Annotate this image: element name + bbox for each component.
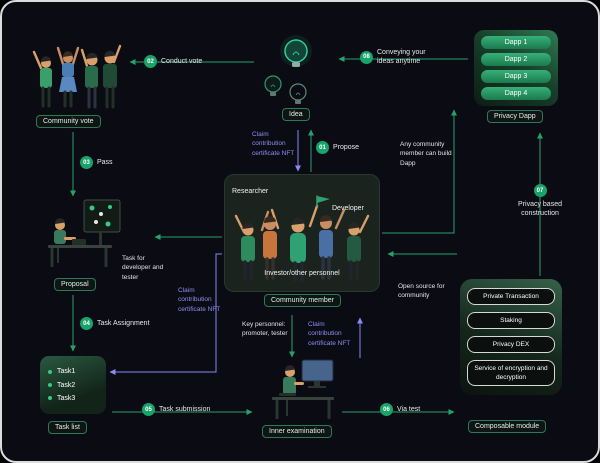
proposal-label: Proposal [54,278,96,291]
step-number: 01 [316,141,329,154]
dapp-2-button: Dapp 2 [481,53,551,66]
privacy-dapp-panel: Dapp 1 Dapp 2 Dapp 3 Dapp 4 [474,30,558,106]
task-item-1: Task1 [48,368,98,375]
community-member-label: Community member [264,294,342,307]
step-number: 06 [380,403,393,416]
task-list-label: Task list [48,421,87,434]
community-vote-illustration [32,44,122,109]
step-privacy-construction: 07 Privacy based construction [512,184,568,219]
step-number: 05 [142,403,155,416]
step-propose: 01 Propose [316,141,359,154]
step-number: 07 [533,184,547,197]
task-list-panel: Task1 Task2 Task3 [40,356,106,414]
composable-module-panel: Private Transaction Staking Privacy DEX … [460,279,562,396]
step-number: 03 [80,156,93,169]
composable-module-label: Composable module [468,420,547,433]
step-label: Task Assignment [97,320,150,327]
step-label: Propose [333,144,360,151]
dapp-1-button: Dapp 1 [481,36,551,49]
idea-bulbs-illustration [264,35,312,104]
role-investor: Investor/other personnel [264,270,340,277]
task-for-dev-note: Task for developer and tester [122,255,164,281]
claim-nft-note-idea: Claim contribution certificate NFT [252,131,295,157]
open-source-note: Open source for community [398,283,445,300]
step-label: Pass [97,159,113,166]
dapp-4-button: Dapp 4 [481,87,551,100]
step-label: Conduct vote [161,58,203,65]
claim-nft-note-exam: Claim contribution certificate NFT [308,321,351,347]
step-label: Via test [397,406,421,413]
arrow-build-dapp [382,109,457,234]
role-researcher: Researcher [232,188,269,195]
module-staking: Staking [467,312,555,330]
role-developer: Developer [332,205,364,212]
community-vote-label: Community vote [36,115,101,128]
module-privacy-dex: Privacy DEX [467,336,555,354]
privacy-dapp-label: Privacy Dapp [487,110,543,123]
any-member-note: Any community member can build Dapp [400,141,452,167]
dapp-3-button: Dapp 3 [481,70,551,83]
module-private-transaction: Private Transaction [467,288,555,306]
step-task-assignment: 04 Task Assignment [80,317,150,330]
step-label: Privacy based construction [518,201,562,218]
step-label: Task submission [159,406,211,413]
step-conduct-vote: 02 Conduct vote [144,55,202,68]
module-encryption-service: Service of encryption and decryption [467,360,555,387]
inner-examination-label: Inner examination [262,425,332,438]
inner-examination-illustration [272,359,334,419]
proposal-illustration [48,199,121,267]
step-task-submission: 05 Task submission [142,403,210,416]
step-pass: 03 Pass [80,156,113,169]
step-number: 04 [80,317,93,330]
idea-label: Idea [282,108,310,121]
community-member-illustration [234,195,370,282]
task-item-2: Task2 [48,382,98,389]
claim-nft-note-task: Claim contribution certificate NFT [178,287,221,313]
task-item-3: Task3 [48,395,98,402]
step-via-test: 06 Via test [380,403,420,416]
step-number: 02 [144,55,157,68]
step-label: Conveying your ideas anytime [377,49,426,66]
key-personnel-note: Key personnel: promoter, tester [242,321,288,338]
step-conveying: 08 Conveying your ideas anytime [360,48,443,67]
step-number: 08 [360,50,373,64]
